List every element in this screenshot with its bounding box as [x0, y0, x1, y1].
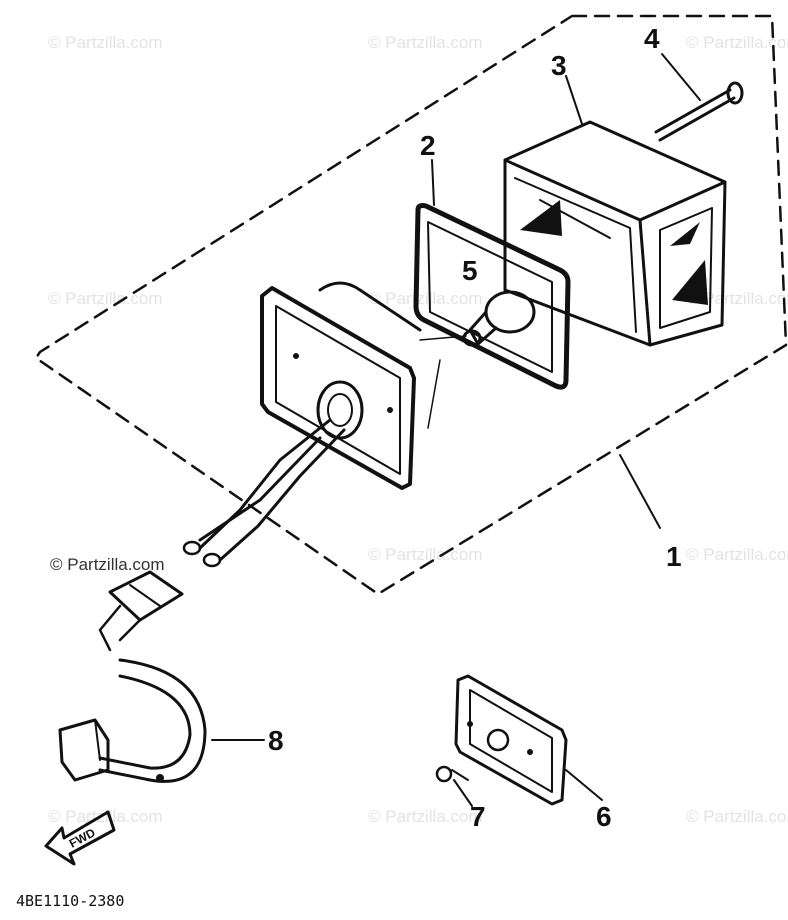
watermark: © Partzilla.com	[368, 289, 483, 308]
watermark: © Partzilla.com	[686, 545, 788, 564]
watermark: © Partzilla.com	[368, 545, 483, 564]
gasket-part-2	[413, 203, 571, 390]
callout-4: 4	[644, 23, 660, 54]
callout-7: 7	[470, 801, 486, 832]
watermark-layer: © Partzilla.com © Partzilla.com © Partzi…	[48, 33, 788, 826]
callout-6: 6	[596, 801, 612, 832]
watermark: © Partzilla.com	[686, 289, 788, 308]
watermark: © Partzilla.com	[50, 555, 165, 574]
lamp-base	[260, 281, 467, 490]
leader-lines	[211, 53, 701, 807]
callout-3: 3	[551, 50, 567, 81]
wire-harness-part-8	[58, 658, 207, 783]
assembly-boundary-dashed	[34, 14, 788, 596]
wire-connector	[98, 570, 184, 652]
callout-8: 8	[268, 725, 284, 756]
callout-5: 5	[462, 255, 478, 286]
lens-housing-part-3	[503, 120, 727, 347]
watermark: © Partzilla.com	[48, 807, 163, 826]
plate-part-6	[454, 674, 568, 806]
watermark: © Partzilla.com	[368, 807, 483, 826]
callout-2: 2	[420, 130, 436, 161]
watermark: © Partzilla.com	[686, 807, 788, 826]
watermark: © Partzilla.com	[686, 33, 788, 52]
diagram-code: 4BE1110-2380	[16, 892, 124, 910]
watermark: © Partzilla.com	[368, 33, 483, 52]
watermark: © Partzilla.com	[48, 33, 163, 52]
callout-1: 1	[666, 541, 682, 572]
bolt-part-4	[654, 81, 744, 142]
bulb-part-5	[462, 290, 536, 347]
screw-part-7	[435, 765, 469, 783]
watermark: © Partzilla.com	[48, 289, 163, 308]
lamp-wires	[182, 418, 346, 568]
